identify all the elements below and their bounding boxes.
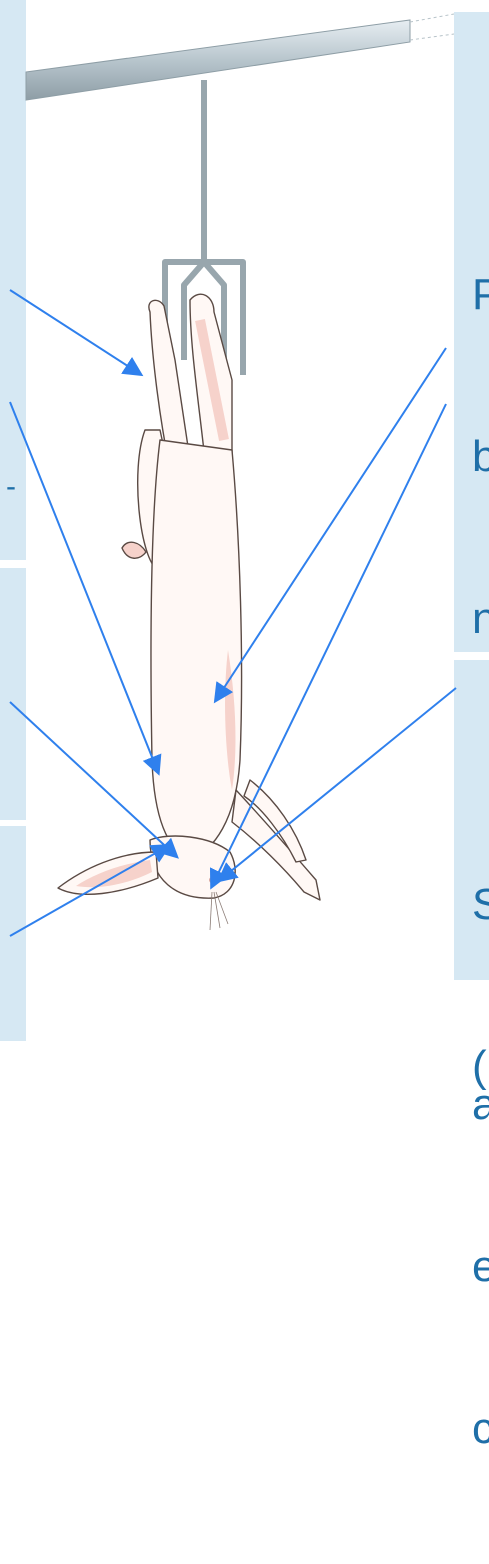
- arrow-to-chest: [10, 402, 158, 772]
- arrow-to-abdomen: [216, 348, 446, 700]
- arrow-to-neck: [10, 846, 168, 936]
- arrow-to-face: [212, 404, 446, 886]
- rabbit-suspension-illustration: [0, 0, 489, 1041]
- overhead-rail: [26, 14, 454, 100]
- rabbit-carcass: [58, 294, 320, 930]
- arrow-to-hind-foot: [10, 290, 140, 374]
- label-line: c: [472, 1402, 489, 1456]
- label-line: (: [472, 1040, 489, 1094]
- label-line: e: [472, 1240, 489, 1294]
